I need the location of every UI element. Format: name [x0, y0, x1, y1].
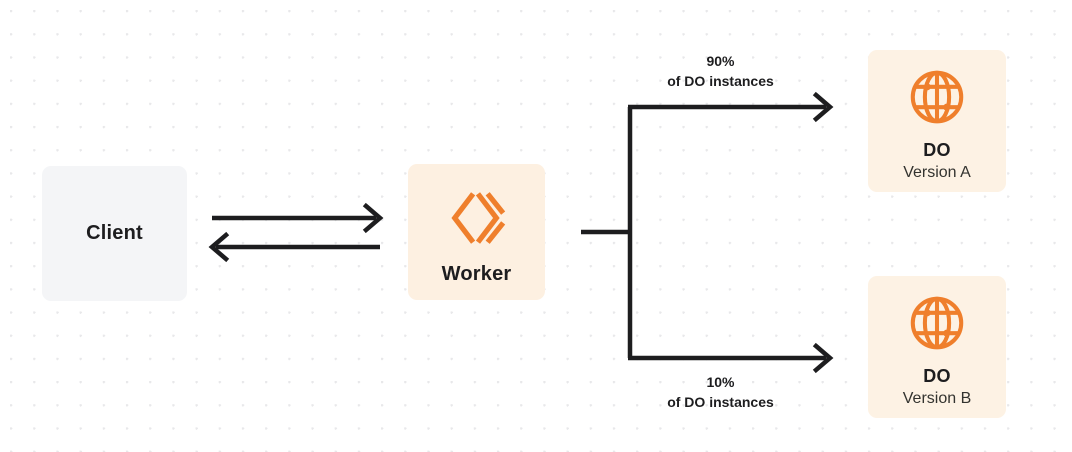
- edge-split-to-do-a: [628, 91, 834, 123]
- edge-client-to-worker: [212, 202, 384, 234]
- node-client[interactable]: Client: [42, 166, 187, 301]
- worker-label: Worker: [441, 262, 512, 285]
- edge-label-do-b-description: of DO instances: [667, 393, 774, 410]
- edge-worker-split-trunk: [581, 107, 633, 358]
- do-a-version: Version A: [903, 164, 971, 181]
- edge-label-do-a-description: of DO instances: [667, 72, 774, 89]
- globe-icon: [906, 292, 968, 354]
- edge-split-to-do-b: [628, 342, 834, 374]
- node-do-version-b[interactable]: DO Version B: [868, 276, 1006, 418]
- edge-label-do-b-percent: 10%: [706, 374, 735, 390]
- cloudflare-workers-logo-icon: [446, 187, 508, 249]
- client-label: Client: [86, 222, 143, 244]
- edge-worker-to-client: [208, 231, 380, 263]
- node-do-version-a[interactable]: DO Version A: [868, 50, 1006, 192]
- edge-label-do-b: 10% of DO instances: [613, 373, 828, 413]
- node-worker[interactable]: Worker: [408, 164, 545, 300]
- edge-label-do-a-percent: 90%: [706, 53, 735, 69]
- edge-label-do-a: 90% of DO instances: [613, 52, 828, 92]
- do-a-title: DO: [923, 140, 951, 160]
- do-b-title: DO: [923, 366, 951, 386]
- do-b-version: Version B: [902, 390, 972, 407]
- globe-icon: [906, 66, 968, 128]
